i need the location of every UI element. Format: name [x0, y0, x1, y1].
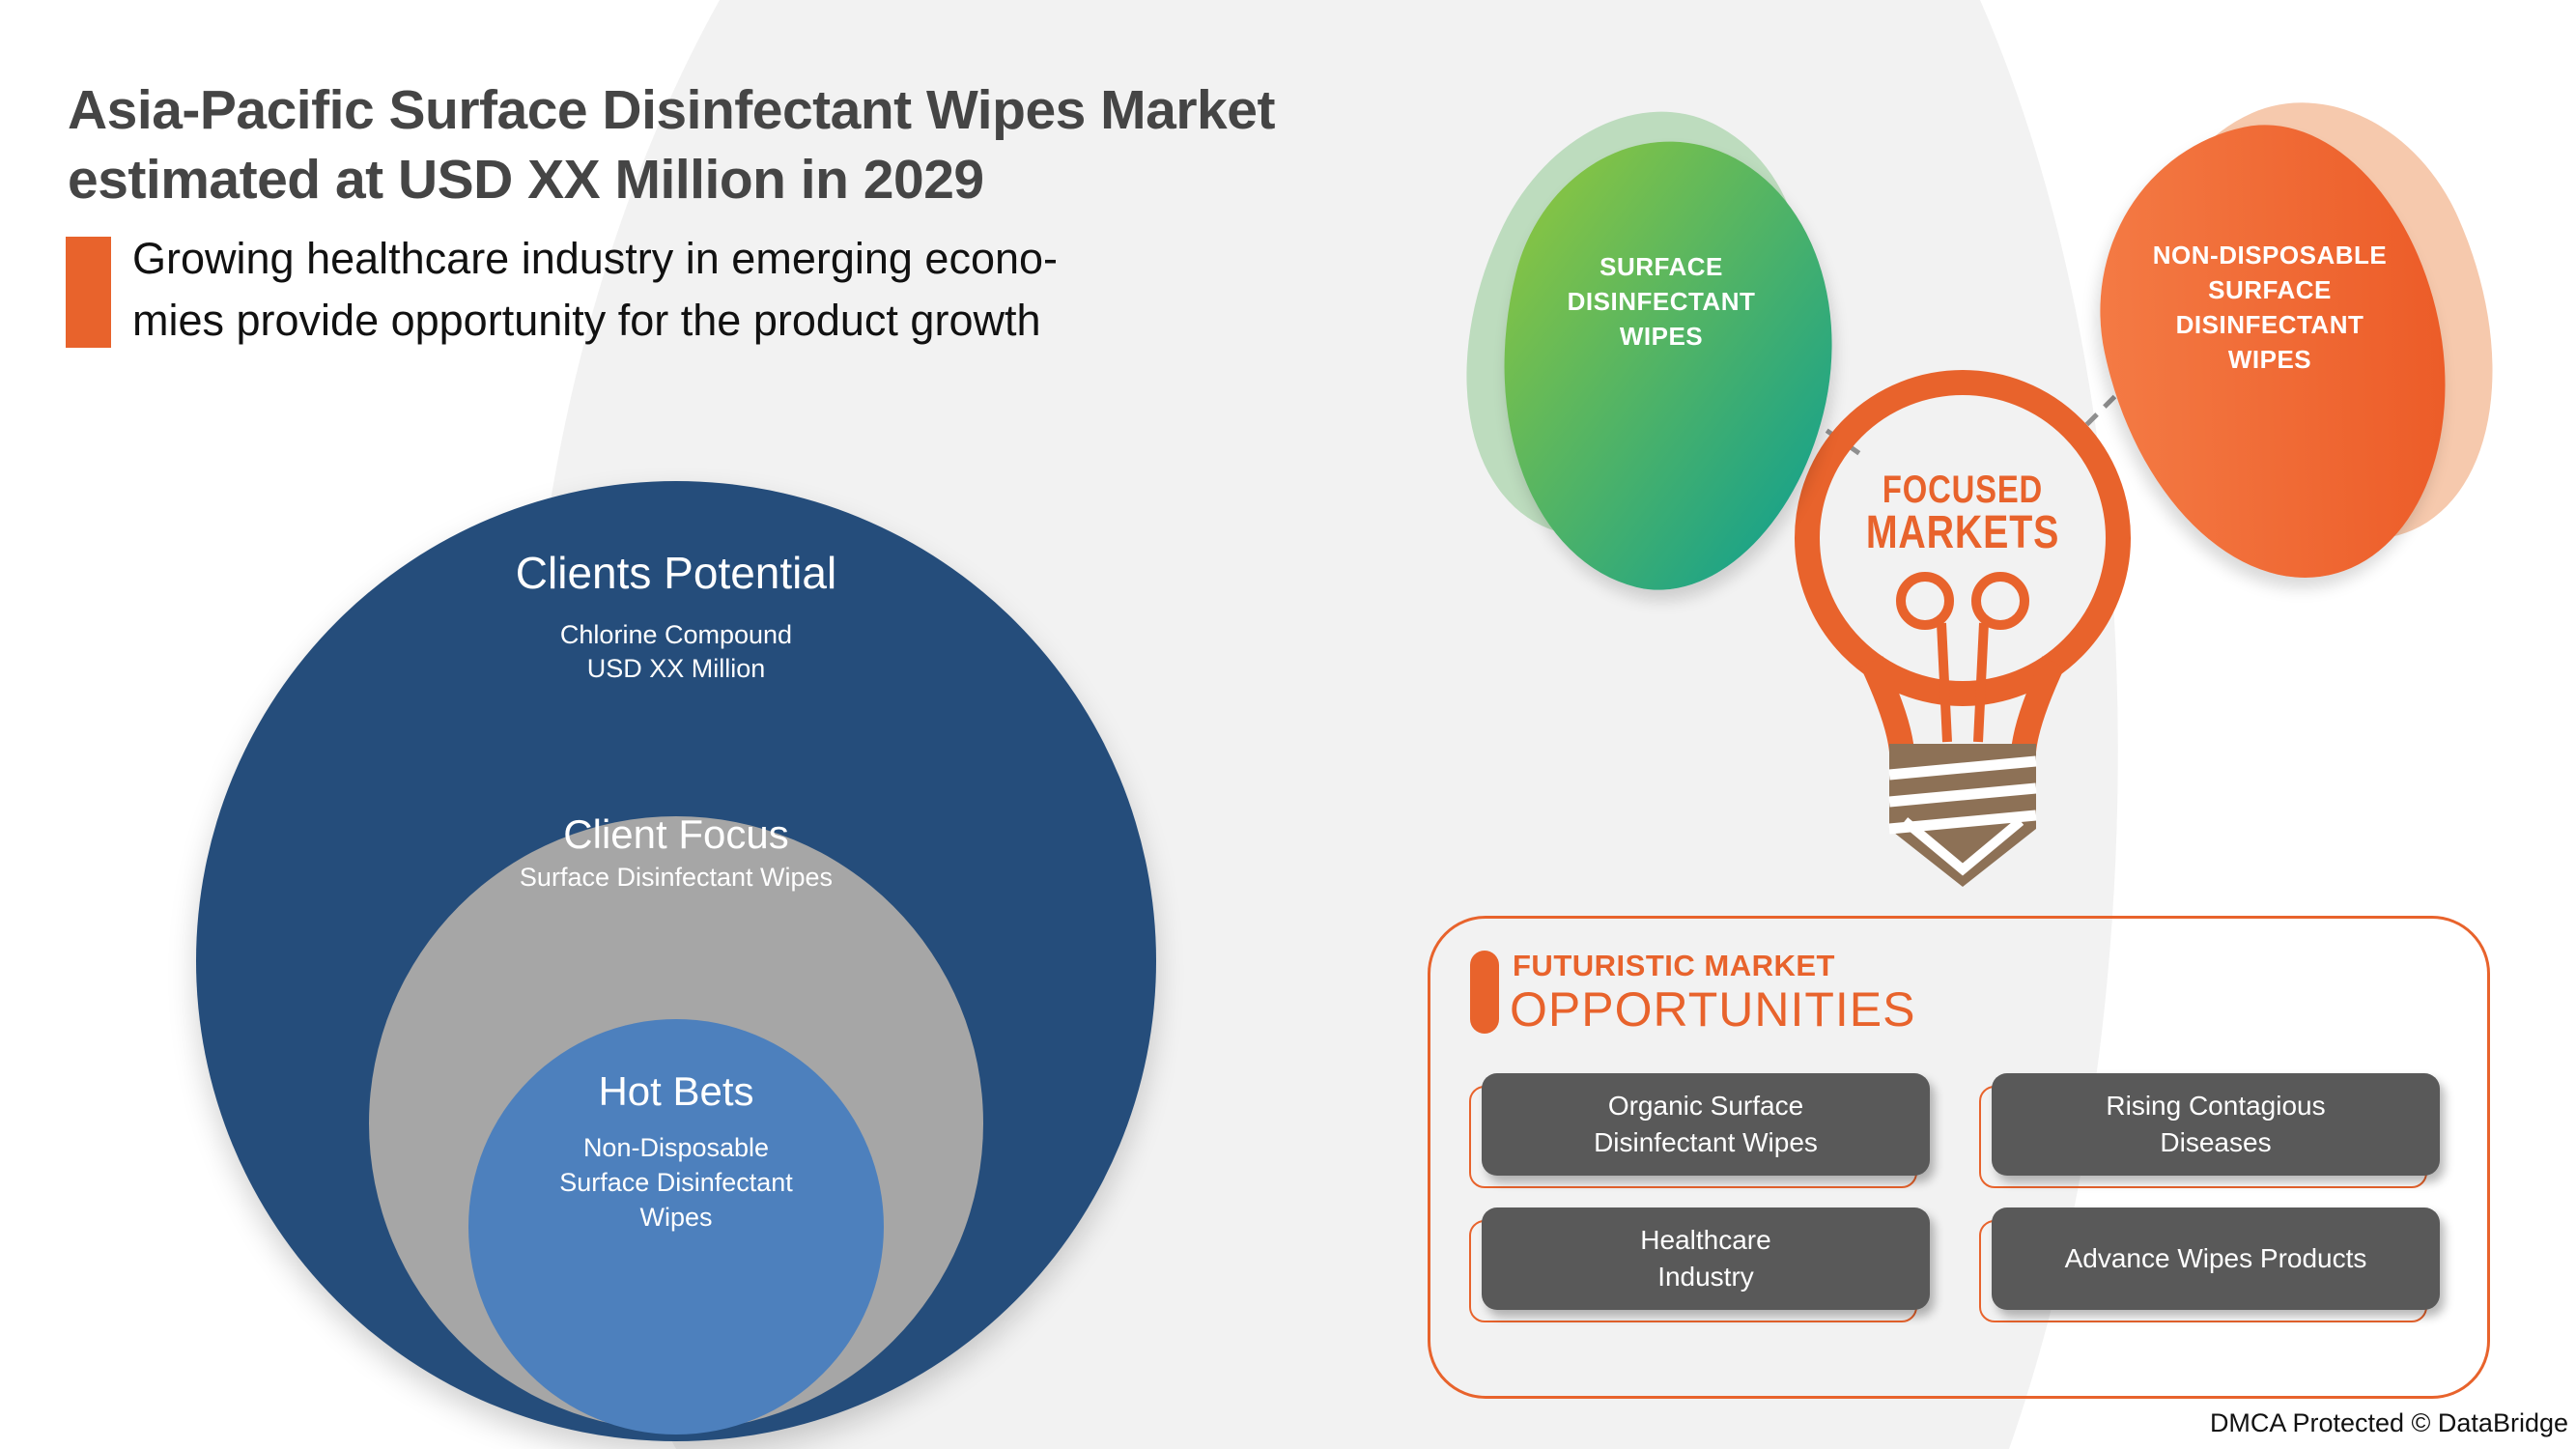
focused-markets-line2: MARKETS: [1865, 507, 2060, 558]
card-face: Rising Contagious Diseases: [1992, 1073, 2440, 1176]
venn-inner-subtitle-line1: Non-Disposable: [582, 1133, 770, 1162]
opportunities-heading-pill: [1470, 951, 1499, 1034]
venn-inner-subtitle-line3: Wipes: [639, 1203, 713, 1232]
card-label-line1: Organic Surface: [1607, 1091, 1804, 1121]
page-title-line1: Asia-Pacific Surface Disinfectant Wipes …: [68, 79, 1275, 141]
orange-accent-bar: [66, 237, 111, 348]
card-face: Organic Surface Disinfectant Wipes: [1482, 1073, 1930, 1176]
highlight-line1: Growing healthcare industry in emerging …: [132, 234, 1059, 283]
card-label-line1: Healthcare: [1640, 1225, 1771, 1255]
venn-outer-title: Clients Potential: [515, 548, 837, 598]
highlight-line2: mies provide opportunity for the product…: [132, 296, 1041, 345]
orange-blob-label-line3: DISINFECTANT: [2175, 310, 2364, 339]
opportunity-card-advance-wipes: Advance Wipes Products: [1979, 1208, 2440, 1322]
highlight-statement: Growing healthcare industry in emerging …: [132, 228, 1485, 352]
venn-middle-subtitle: Surface Disinfectant Wipes: [519, 863, 834, 892]
green-blob-label-line2: DISINFECTANT: [1567, 287, 1756, 316]
orange-blob-label-line1: NON-DISPOSABLE: [2152, 241, 2388, 270]
page-title: Asia-Pacific Surface Disinfectant Wipes …: [68, 75, 1516, 214]
card-face: Advance Wipes Products: [1992, 1208, 2440, 1310]
opportunity-card-contagious-diseases: Rising Contagious Diseases: [1979, 1073, 2440, 1188]
light-bulb-icon: [1795, 370, 2131, 887]
opportunities-panel: [1428, 916, 2490, 1399]
green-blob-label-line3: WIPES: [1619, 322, 1704, 351]
venn-inner-circle: [468, 1019, 884, 1435]
card-label-line2: Industry: [1657, 1262, 1754, 1292]
venn-inner-title: Hot Bets: [598, 1068, 754, 1114]
opportunity-card-healthcare-industry: Healthcare Industry: [1469, 1208, 1930, 1322]
focused-markets-label: FOCUSED MARKETS: [1852, 469, 2074, 556]
card-label-line1: Advance Wipes Products: [2064, 1243, 2367, 1273]
venn-inner-subtitle-line2: Surface Disinfectant: [559, 1168, 793, 1197]
green-blob-label: SURFACE DISINFECTANT WIPES: [1502, 249, 1821, 354]
opportunities-heading-line2: OPPORTUNITIES: [1510, 982, 1916, 1037]
opportunities-heading-line1: FUTURISTIC MARKET: [1513, 949, 1835, 982]
card-label-line1: Rising Contagious: [2106, 1091, 2326, 1121]
opportunity-card-organic-wipes: Organic Surface Disinfectant Wipes: [1469, 1073, 1930, 1188]
card-label-line2: Diseases: [2160, 1127, 2272, 1157]
dmca-protection-notice: DMCA Protected © DataBridge: [2209, 1408, 2568, 1437]
orange-blob-label-line4: WIPES: [2227, 345, 2312, 374]
green-blob-label-line1: SURFACE: [1599, 252, 1723, 281]
page-title-line2: estimated at USD XX Million in 2029: [68, 149, 984, 211]
card-label-line2: Disinfectant Wipes: [1594, 1127, 1818, 1157]
venn-outer-subtitle: Chlorine Compound USD XX Million: [386, 618, 966, 686]
venn-outer-subtitle-line2: USD XX Million: [586, 654, 766, 683]
focused-markets-line1: FOCUSED: [1882, 469, 2044, 511]
venn-outer-subtitle-line1: Chlorine Compound: [559, 620, 793, 649]
venn-inner-subtitle: Non-Disposable Surface Disinfectant Wipe…: [386, 1130, 966, 1235]
venn-middle-title: Client Focus: [563, 811, 789, 857]
orange-blob-label: NON-DISPOSABLE SURFACE DISINFECTANT WIPE…: [2106, 238, 2434, 377]
card-face: Healthcare Industry: [1482, 1208, 1930, 1310]
orange-blob-label-line2: SURFACE: [2208, 275, 2332, 304]
